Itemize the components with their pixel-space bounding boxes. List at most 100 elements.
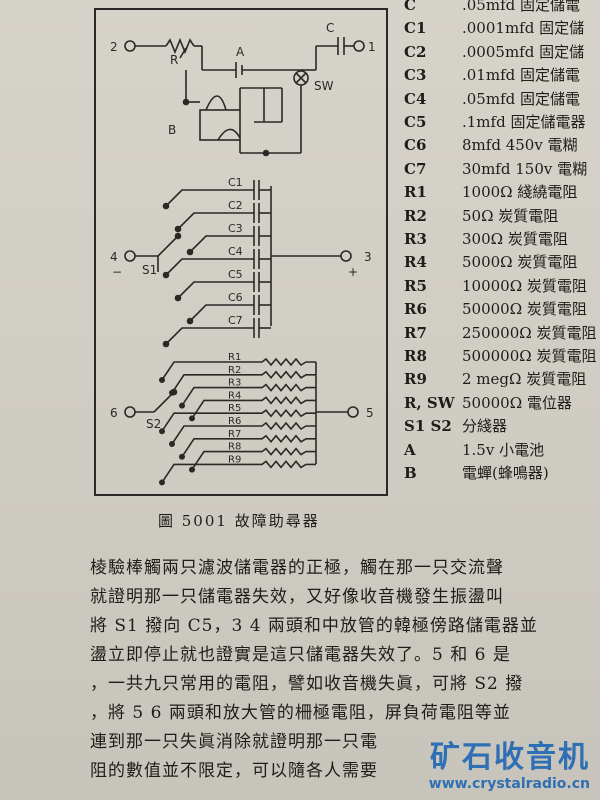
part-description: 30mfd 150v 電糊 [462,159,588,178]
resistor-label: R1 [228,352,241,363]
parts-list-row: C1.0001mfd 固定儲 [404,17,584,39]
figure-caption: 圖 5001 故障助尋器 [158,512,320,530]
part-code: R3 [404,230,427,248]
capacitor-c-label: C [326,21,334,35]
part-description: 1000Ω 綫繞電阻 [462,183,578,202]
part-description: .0005mfd 固定儲 [462,42,585,61]
resistor-r8 [189,447,316,473]
part-code: R7 [404,323,427,342]
part-code: R, SW [404,393,455,412]
switch-sw-label: SW [314,79,334,93]
parts-list-row: C4 .05mfd 固定儲電 [404,88,580,110]
part-code: C2 [404,42,427,61]
body-text-line: 將 S1 撥向 C5，3 4 兩頭和中放管的韓極傍路儲電器並 [90,616,538,636]
resistor-label: R3 [228,378,241,389]
parts-list-row: C2 .0005mfd 固定儲 [404,41,584,63]
part-description: .05mfd 固定儲電 [462,0,581,14]
capacitor-c1 [162,180,271,210]
resistor-r1 [158,357,316,383]
resistor-r4 [189,396,316,422]
part-description: 2 megΩ 炭質電阻 [462,370,587,389]
part-description: 50000Ω 炭質電阻 [462,300,587,319]
body-text-line: 盪立即停止就也證實是這只儲電器失效了。5 和 6 是 [90,645,511,665]
capacitor-c7 [162,318,271,348]
resistor-label: R9 [228,454,241,465]
part-description: 分綫器 [462,417,508,436]
resistor-label: R4 [228,390,241,401]
body-text-line: 阻的數值並不限定，可以隨各人需要 [90,761,378,781]
body-text-line: 棱驗棒觸兩只濾波儲電器的正極，觸在那一只交流聲 [90,558,504,578]
resistor-label: R7 [228,429,241,440]
part-description: .0001mfd 固定儲 [462,19,585,38]
part-code: C4 [404,89,427,108]
watermark-title: 矿石收音机 [430,740,590,775]
part-description: .1mfd 固定儲電器 [462,113,586,131]
part-code: C6 [404,136,427,155]
capacitor-label: C1 [228,176,243,189]
part-description: .01mfd 固定儲電 [462,66,581,85]
capacitor-c5 [174,272,271,302]
part-description: .05mfd 固定儲電 [462,89,581,108]
part-description: 5000Ω 炭質電阻 [462,253,578,272]
capacitor-c3 [186,226,271,256]
plus-sign: + [348,265,358,279]
resistor-r9 [158,460,316,486]
parts-list-row: C6 8mfd 450v 電糊 [404,134,578,156]
resistor-label: R8 [228,442,241,453]
part-description: 300Ω 炭質電阻 [462,230,568,248]
circuit-diagram: 2 1 R A C SW B 4 − 3 + S1 6 5 S2 C1C2C3C… [110,21,376,486]
terminal-5-label: 5 [366,406,374,420]
part-code: C [404,0,416,14]
capacitor-label: C2 [228,199,243,212]
minus-sign: − [112,265,122,279]
terminal-2-label: 2 [110,40,118,54]
parts-list-row: R3 300Ω 炭質電阻 [404,228,568,250]
resistor-label: R5 [228,403,241,414]
capacitor-label: C5 [228,268,243,281]
capacitor-c4 [162,249,271,279]
part-description: 電蟬(蜂鳴器) [462,464,549,482]
part-description: 50Ω 炭質電阻 [462,206,559,225]
part-description: 50000Ω 電位器 [462,393,572,412]
switch-s2-label: S2 [146,417,161,431]
parts-list-row: C .05mfd 固定儲電 [404,0,580,16]
battery-a-label: A [236,45,245,59]
capacitor-label: C3 [228,222,243,235]
parts-list-row: R5 10000Ω 炭質電阻 [404,275,587,297]
resistor-label: R6 [228,416,241,427]
resistor-label: R2 [228,365,241,376]
parts-list-row: R, SW 50000Ω 電位器 [404,392,572,414]
capacitor-label: C7 [228,314,243,327]
resistor-r2 [169,370,316,396]
part-description: 1.5v 小電池 [462,440,545,459]
terminal-1-label: 1 [368,40,376,54]
parts-list-row: R6 50000Ω 炭質電阻 [404,298,587,320]
watermark: 矿石收音机 www.crystalradio.cn [429,732,590,792]
body-text-line: ，將 5 6 兩頭和放大管的柵極電阻，屏負荷電阻等並 [90,703,511,723]
part-code: R6 [404,300,427,319]
capacitor-c2 [174,203,271,233]
terminal-4-label: 4 [110,250,118,264]
terminal-3-label: 3 [364,250,372,264]
part-code: C5 [404,113,427,131]
resistor-r6 [169,421,316,447]
part-description: 8mfd 450v 電糊 [462,136,578,155]
parts-list-row: R8 500000Ω 炭質電阻 [404,345,596,367]
capacitor-label: C6 [228,291,243,304]
rheostat-r-label: R [170,53,178,67]
part-description: 250000Ω 炭質電阻 [462,323,597,342]
resistor-r5 [158,408,316,435]
part-code: R9 [404,370,427,389]
part-code: R8 [404,347,427,365]
part-description: 500000Ω 炭質電阻 [462,347,597,365]
switch-s1-label: S1 [142,263,157,277]
part-code: R5 [404,276,427,295]
part-description: 10000Ω 炭質電阻 [462,276,587,295]
